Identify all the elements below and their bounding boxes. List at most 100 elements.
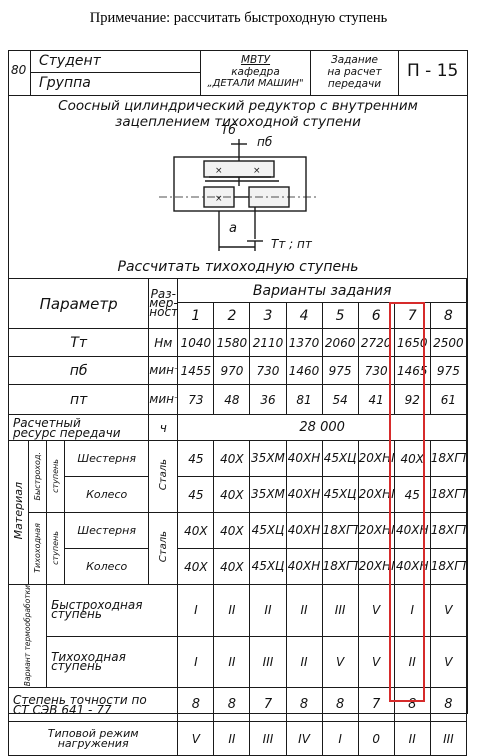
table-row: Тихоходная ступень I II III II V V II V — [9, 635, 468, 689]
table-cell: 40Х — [177, 548, 215, 585]
table-cell: 730 — [249, 356, 287, 385]
reducer-drawing: ×× × — [159, 139, 319, 251]
table-cell: 1465 — [393, 356, 431, 385]
svg-text:×: × — [215, 194, 223, 204]
table-cell: 40Х — [177, 512, 215, 549]
table-cell: II — [285, 635, 323, 689]
table-cell: 0 — [357, 721, 395, 756]
table-cell: 2720 — [357, 328, 395, 357]
table-cell: 1650 — [393, 328, 431, 357]
table-cell: 730 — [357, 356, 395, 385]
heat-group-label: Вариант термообработки — [7, 583, 48, 689]
resource-label-2: ресурс передачи — [13, 425, 121, 440]
slow-stage-label: Тихоходная — [28, 512, 48, 585]
table-cell: 18ХГТ — [429, 440, 468, 477]
table-cell: 975 — [321, 356, 359, 385]
table-cell: 73 — [177, 384, 215, 415]
variant-7: 7 — [393, 302, 431, 329]
table-cell: 8 — [285, 687, 323, 723]
table-row: Тихоходная ступень Шестерня Сталь 40Х 40… — [9, 512, 468, 585]
table-row: Степень точности по СТ СЭВ 641 - 77 8 8 … — [7, 687, 468, 723]
table-cell: III — [249, 721, 287, 756]
table-row: пб мин⁻¹ 1455 970 730 1460 975 730 1465 … — [7, 356, 468, 385]
table-cell: 1460 — [285, 356, 323, 385]
table-cell: III — [429, 721, 468, 756]
table-cell: 40Х — [213, 548, 251, 585]
table-cell: 1040 — [177, 328, 215, 357]
table-cell: 40Х — [213, 512, 251, 549]
table-cell: V — [177, 721, 215, 756]
heat-fast-label-1: Быстроходная — [51, 598, 143, 613]
variant-2: 2 — [213, 302, 251, 329]
material-part: Колесо — [64, 476, 150, 513]
table-cell: 18ХГТ — [321, 548, 359, 585]
table-cell: 7 — [357, 687, 395, 723]
param-unit: мин⁻¹ — [148, 384, 179, 415]
title-line-2: зацеплением тихоходной ступени — [115, 114, 361, 130]
table-cell: 18ХГТ — [429, 476, 468, 513]
param-header: Параметр — [7, 278, 150, 329]
input-speed-label: пб — [257, 135, 273, 149]
sheet-header: 80 Студент Группа МВТУ кафедра „ДЕТАЛИ М… — [9, 51, 467, 96]
variants-header: Варианты задания — [177, 278, 467, 303]
institute-line-1: МВТУ — [240, 54, 271, 66]
dim-header-1: Раз- — [150, 287, 176, 301]
table-row: Колесо 40Х 40Х 45ХЦ 40ХН 18ХГТ 20ХНМ 40Х… — [9, 548, 468, 585]
institute-line-2: кафедра — [231, 66, 280, 78]
accuracy-label-2: СТ СЭВ 641 - 77 — [13, 702, 112, 717]
resource-value: 28 000 — [177, 414, 467, 441]
input-torque-label: Тб — [221, 123, 236, 137]
material-group-label: Материал — [7, 440, 30, 585]
table-cell: I — [393, 584, 431, 637]
table-cell: 36 — [249, 384, 287, 415]
fast-stage-label: Быстроход. — [28, 440, 48, 513]
table-cell: 7 — [249, 687, 287, 723]
table-cell: 45ХЦ — [249, 548, 287, 585]
material-part: Колесо — [64, 548, 150, 585]
table-cell: 40ХН — [285, 512, 323, 549]
table-cell: I — [177, 584, 215, 637]
institute-cell: МВТУ кафедра „ДЕТАЛИ МАШИН" — [201, 51, 311, 95]
variant-6: 6 — [357, 302, 395, 329]
accuracy-label-1: Степень точности по — [13, 692, 147, 707]
assignment-line-2: на расчет — [327, 66, 382, 78]
group-label: Группа — [39, 75, 91, 91]
dim-header-3: ность — [149, 305, 178, 319]
heat-fast-label-2: ступень — [51, 607, 102, 622]
table-cell: III — [249, 635, 287, 689]
svg-text:×: × — [253, 166, 261, 176]
table-cell: 40ХН — [393, 512, 431, 549]
table-cell: 81 — [285, 384, 323, 415]
table-cell: 18ХГТ — [429, 512, 468, 549]
center-distance-label: a — [229, 221, 237, 236]
table-cell: 40ХН — [285, 548, 323, 585]
table-cell: 40Х — [213, 476, 251, 513]
heat-slow-label-2: ступень — [51, 658, 102, 673]
table-cell: I — [177, 635, 215, 689]
accuracy-label: Степень точности по СТ СЭВ 641 - 77 — [7, 687, 179, 723]
table-cell: 20ХНМ — [357, 440, 395, 477]
table-cell: 975 — [429, 356, 468, 385]
sheet-number: 80 — [11, 63, 27, 77]
table-cell: 35ХМ — [249, 476, 287, 513]
table-cell: 45 — [177, 476, 215, 513]
slow-stage-label-2: ступень — [46, 512, 66, 585]
material-part: Шестерня — [64, 440, 150, 477]
group-cell: Группа — [31, 73, 201, 95]
table-cell: II — [213, 635, 251, 689]
resource-label-1: Расчетный — [13, 415, 81, 430]
table-cell: V — [429, 635, 468, 689]
table-cell: 8 — [429, 687, 468, 723]
table-cell: 8 — [177, 687, 215, 723]
table-cell: 45 — [177, 440, 215, 477]
table-cell: V — [357, 584, 395, 637]
table-cell: II — [213, 584, 251, 637]
table-cell: II — [393, 721, 431, 756]
note-text: Примечание: рассчитать быстроходную ступ… — [89, 10, 388, 26]
table-cell: 40ХН — [393, 548, 431, 585]
table-cell: II — [213, 721, 251, 756]
output-label: Тт ; пт — [271, 237, 312, 251]
table-row: Типовой режим нагружения V II III IV I 0… — [7, 721, 468, 756]
table-row: Расчетный ресурс передачи ч 28 000 — [7, 414, 467, 441]
table-cell: 45ХЦ — [249, 512, 287, 549]
